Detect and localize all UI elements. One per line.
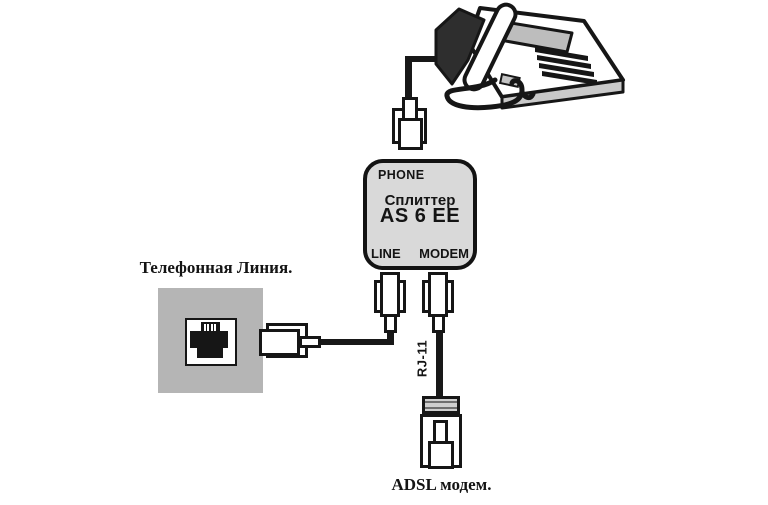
splitter-model: AS 6 EE (379, 205, 461, 227)
adsl-modem-caption: ADSL модем. (391, 475, 492, 494)
splitter-box: PHONE Сплиттер AS 6 EE LINE MODEM (363, 159, 477, 270)
wall-jack-opening-bottom (197, 347, 223, 358)
rj11-plug-line-body (380, 272, 400, 317)
phone-cord-vertical (405, 56, 412, 100)
phone-side-wedge (434, 7, 486, 86)
adsl-plug-crimp (422, 396, 460, 414)
rj11-plug-modem-body (428, 272, 448, 317)
line-cable-stub (387, 331, 394, 343)
phone-curly-cord-end (519, 89, 536, 101)
phone-cord-horizontal (405, 56, 450, 62)
jack-pin (204, 324, 206, 331)
splitter-bottom-ports: LINE MODEM (371, 246, 469, 261)
wall-jack-opening-wide (190, 331, 228, 348)
splitter-modem-port-label: MODEM (419, 246, 469, 261)
phone-line-caption: Телефонная Линия. (139, 258, 293, 277)
desk-phone-illustration (434, 2, 625, 111)
jack-pin (214, 324, 216, 331)
line-cable-horizontal (316, 339, 394, 345)
rj11-plug-wall-boot (299, 336, 321, 348)
jack-pin (211, 324, 213, 331)
adsl-plug-contact-block (428, 441, 454, 469)
phone-key-row (542, 71, 597, 85)
splitter-line-port-label: LINE (371, 246, 401, 261)
phone-key-row (537, 55, 591, 69)
rj11-cable-label: RJ-11 (414, 339, 430, 378)
splitter-device-name: Сплиттер (384, 192, 456, 209)
rj11-plug-wall-body (259, 329, 300, 356)
phone-curly-cord (444, 77, 525, 111)
jack-pin (207, 324, 209, 331)
splitter-phone-port-label: PHONE (378, 168, 425, 182)
phone-key-row (535, 47, 588, 61)
phone-key-row (539, 63, 594, 77)
rj11-plug-phone-body (398, 118, 423, 150)
modem-cable-vertical (436, 331, 443, 397)
